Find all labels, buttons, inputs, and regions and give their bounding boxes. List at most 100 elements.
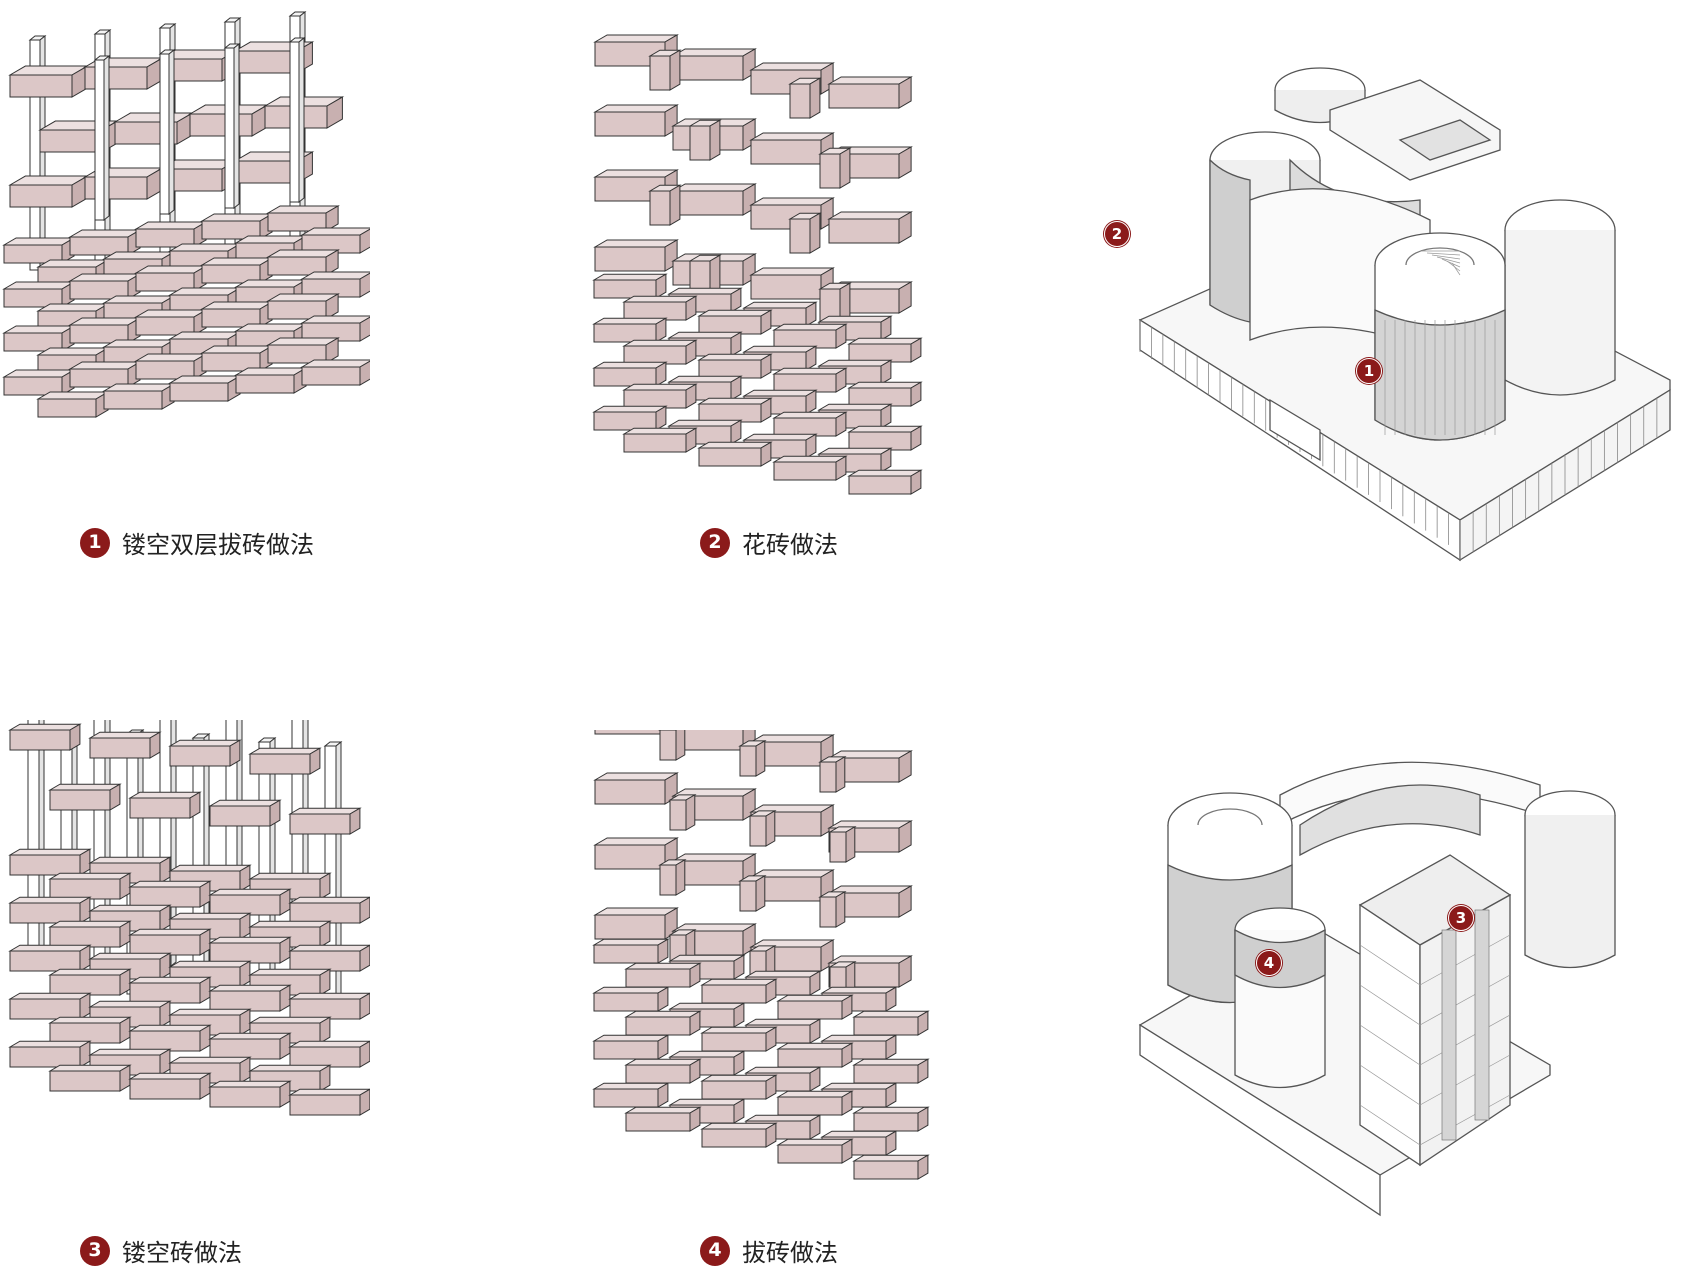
wall-brick (2, 325, 76, 352)
wall-brick (288, 1088, 370, 1116)
protruding-brick (827, 885, 913, 918)
header-brick (688, 119, 722, 161)
patterned-brick (827, 76, 913, 109)
wall-brick (300, 271, 370, 298)
wall-brick (288, 992, 370, 1020)
wall-brick (234, 367, 308, 394)
header-brick (668, 794, 697, 831)
wall-brick (102, 383, 176, 410)
wall-brick (852, 1010, 930, 1036)
panel-patterned-brick (590, 30, 940, 510)
wall-brick (300, 315, 370, 342)
wall-brick (622, 295, 698, 321)
header-brick (788, 212, 822, 254)
patterned-brick-illustration (592, 34, 923, 495)
steel-post (158, 48, 176, 216)
wall-brick (592, 1034, 670, 1060)
hollow-brick (88, 731, 162, 759)
wall-brick (624, 1058, 702, 1084)
wall-brick (772, 367, 848, 393)
building-top-drawing (1138, 67, 1671, 562)
wall-brick (624, 1106, 702, 1132)
wall-brick (266, 249, 340, 276)
wall-brick (700, 1122, 778, 1148)
header-brick (648, 184, 682, 226)
protruding-brick (593, 772, 679, 805)
hollow-brick (128, 791, 202, 819)
wall-brick (8, 1040, 92, 1068)
wall-brick (208, 984, 292, 1012)
wall-brick (624, 962, 702, 988)
building-marker-4: 4 (1256, 950, 1282, 976)
hollow-brick (8, 723, 82, 751)
wall-brick (200, 213, 274, 240)
wall-brick (592, 405, 668, 431)
wall-brick (68, 273, 142, 300)
steel-post (93, 54, 111, 222)
wall-brick (772, 323, 848, 349)
wall-brick (288, 896, 370, 924)
wall-brick (288, 944, 370, 972)
wall-brick (697, 397, 773, 423)
wall-brick (48, 1064, 132, 1092)
wall-brick (592, 1082, 670, 1108)
wall-brick (847, 469, 923, 495)
wall-brick (8, 896, 92, 924)
caption-label: 镂空双层拔砖做法 (122, 531, 314, 559)
wall-brick (700, 1026, 778, 1052)
wall-brick (2, 237, 76, 264)
patterned-brick (593, 169, 679, 202)
wall-brick (8, 992, 92, 1020)
wall-brick (168, 375, 242, 402)
panel-hollow-brick (0, 720, 370, 1180)
wall-brick (102, 295, 176, 322)
wall-brick (697, 353, 773, 379)
wall-brick (48, 968, 132, 996)
wall-brick (134, 353, 208, 380)
wall-brick (8, 848, 92, 876)
header-brick (828, 826, 857, 863)
building-marker-3: 3 (1448, 905, 1474, 931)
wall-brick (208, 888, 292, 916)
caption-label: 镂空砖做法 (122, 1239, 242, 1267)
wall-brick (700, 1074, 778, 1100)
wall-brick (200, 345, 274, 372)
hollow-brick (168, 739, 242, 767)
wall-brick (847, 381, 923, 407)
wall-brick (8, 944, 92, 972)
wall-brick (592, 273, 668, 299)
wall-brick (128, 1024, 212, 1052)
wall-brick (852, 1058, 930, 1084)
wall-brick (128, 976, 212, 1004)
wall-brick (847, 425, 923, 451)
wall-brick (128, 880, 212, 908)
header-brick (748, 810, 777, 847)
wall-brick (128, 928, 212, 956)
wall-brick (248, 920, 332, 948)
hollow-brick-illustration (8, 720, 370, 1116)
patterned-brick (671, 183, 757, 216)
patterned-brick (827, 211, 913, 244)
wall-brick (48, 920, 132, 948)
wall-brick (592, 938, 670, 964)
wall-brick (622, 427, 698, 453)
header-brick (688, 254, 722, 296)
wall-brick (266, 205, 340, 232)
wall-brick (592, 317, 668, 343)
wall-brick (776, 1090, 854, 1116)
steel-post (288, 36, 306, 204)
wall-brick (266, 337, 340, 364)
wall-brick (68, 229, 142, 256)
protruding-brick (113, 112, 195, 145)
building-marker-2: 2 (1104, 221, 1130, 247)
header-brick (658, 859, 687, 896)
wall-brick (772, 411, 848, 437)
wall-brick (134, 265, 208, 292)
hollow-brick (288, 807, 362, 835)
caption-number-badge: 3 (80, 1235, 110, 1266)
header-brick (738, 875, 767, 912)
wall-brick (134, 221, 208, 248)
caption-panel-2: 2 花砖做法 (700, 525, 838, 560)
caption-panel-3: 3 镂空砖做法 (80, 1233, 242, 1268)
wall-brick (208, 1032, 292, 1060)
